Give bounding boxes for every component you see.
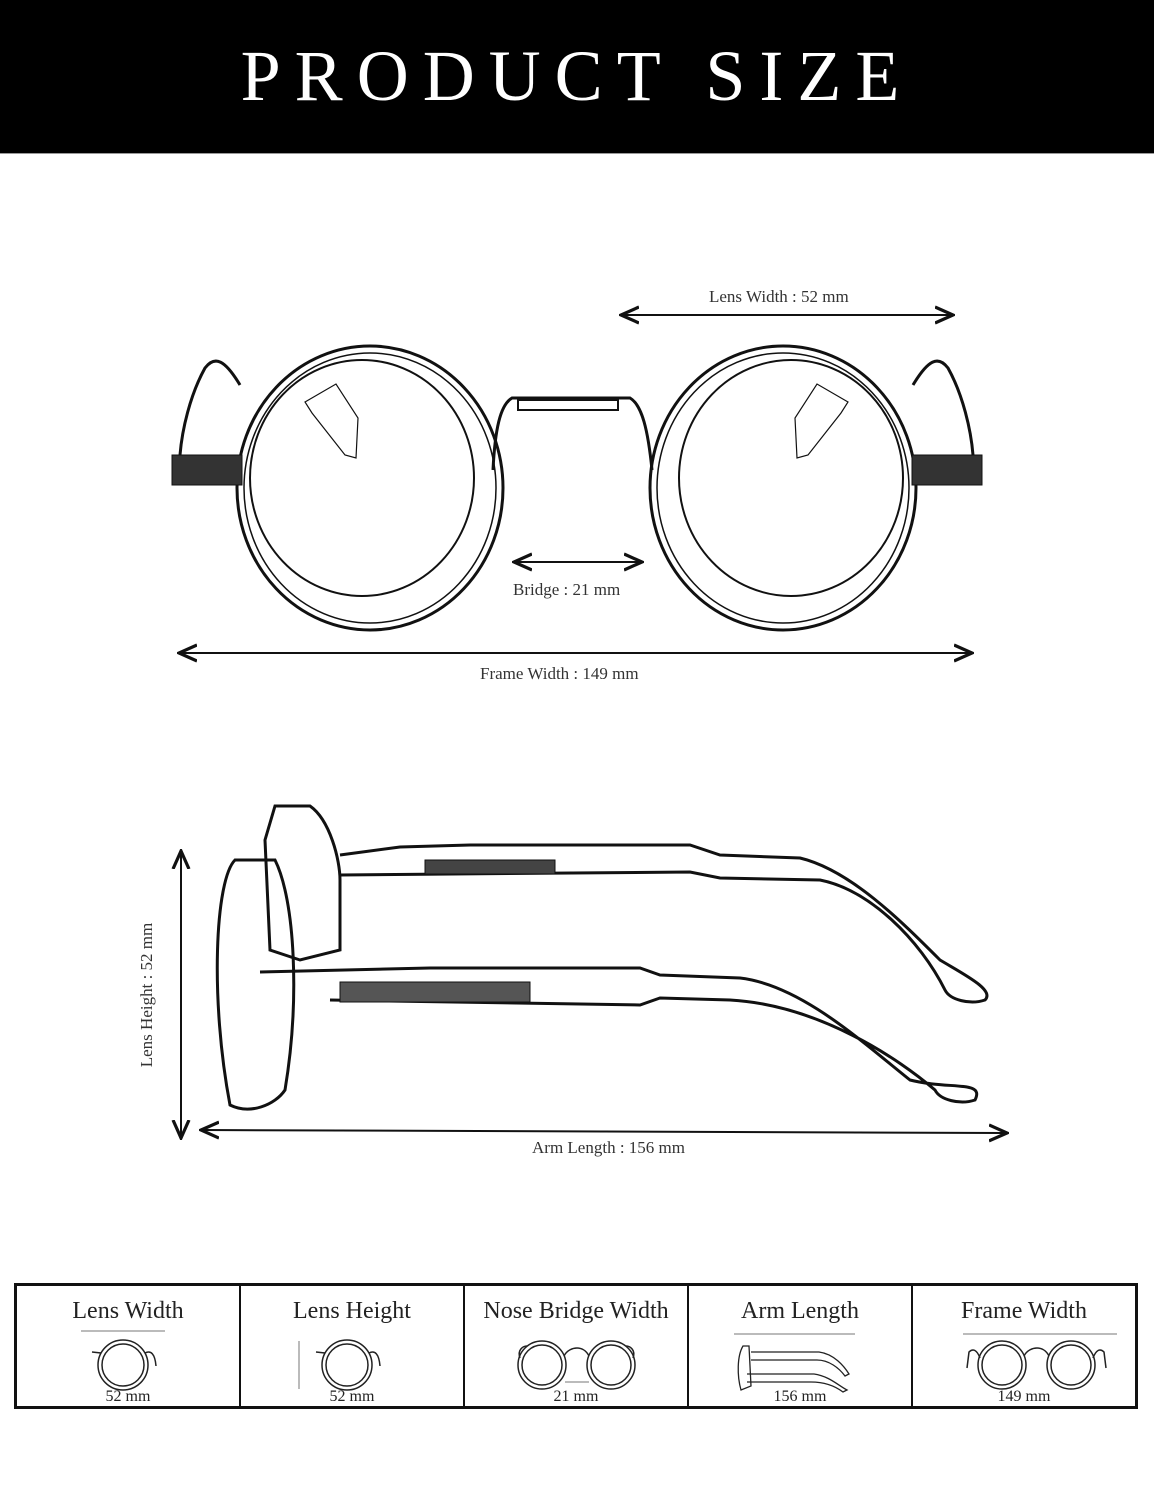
single-lens-height-icon <box>298 1339 381 1391</box>
summary-cell-frame-width: Frame Width 149 mm <box>913 1286 1135 1406</box>
header-divider <box>0 153 1154 154</box>
bridge-label: Bridge : 21 mm <box>513 580 621 599</box>
glasses-bridge-icon <box>517 1340 636 1390</box>
glasses-front-icon <box>963 1333 1117 1390</box>
cell-title: Nose Bridge Width <box>483 1298 669 1324</box>
summary-cell-lens-width: Lens Width 52 mm <box>17 1286 241 1406</box>
cell-title: Lens Width <box>72 1298 184 1324</box>
cell-value: 52 mm <box>105 1388 151 1405</box>
cell-value: 156 mm <box>773 1388 827 1405</box>
glasses-side-icon <box>734 1333 855 1393</box>
arm-length-label: Arm Length : 156 mm <box>532 1138 685 1157</box>
lens-width-label: Lens Width : 52 mm <box>709 287 849 306</box>
summary-cell-arm-length: Arm Length 156 mm <box>689 1286 913 1406</box>
cell-title: Arm Length <box>741 1298 859 1324</box>
lens-height-label: Lens Height : 52 mm <box>137 922 157 1068</box>
header-banner <box>0 0 1154 153</box>
summary-cell-lens-height: Lens Height 52 mm <box>241 1286 465 1406</box>
summary-cell-nose-bridge-width: Nose Bridge Width 21 mm <box>465 1286 689 1406</box>
size-summary-table: Lens Width 52 mm Lens Height 52 mm Nose … <box>14 1283 1138 1409</box>
cell-title: Lens Height <box>293 1298 411 1324</box>
cell-value: 149 mm <box>997 1388 1051 1405</box>
frame-width-label: Frame Width : 149 mm <box>480 664 639 683</box>
cell-title: Frame Width <box>961 1298 1087 1324</box>
cell-value: 21 mm <box>553 1388 599 1405</box>
page-title: PRODUCT SIZE <box>240 36 914 116</box>
cell-value: 52 mm <box>329 1388 375 1405</box>
single-lens-width-icon <box>81 1330 165 1391</box>
